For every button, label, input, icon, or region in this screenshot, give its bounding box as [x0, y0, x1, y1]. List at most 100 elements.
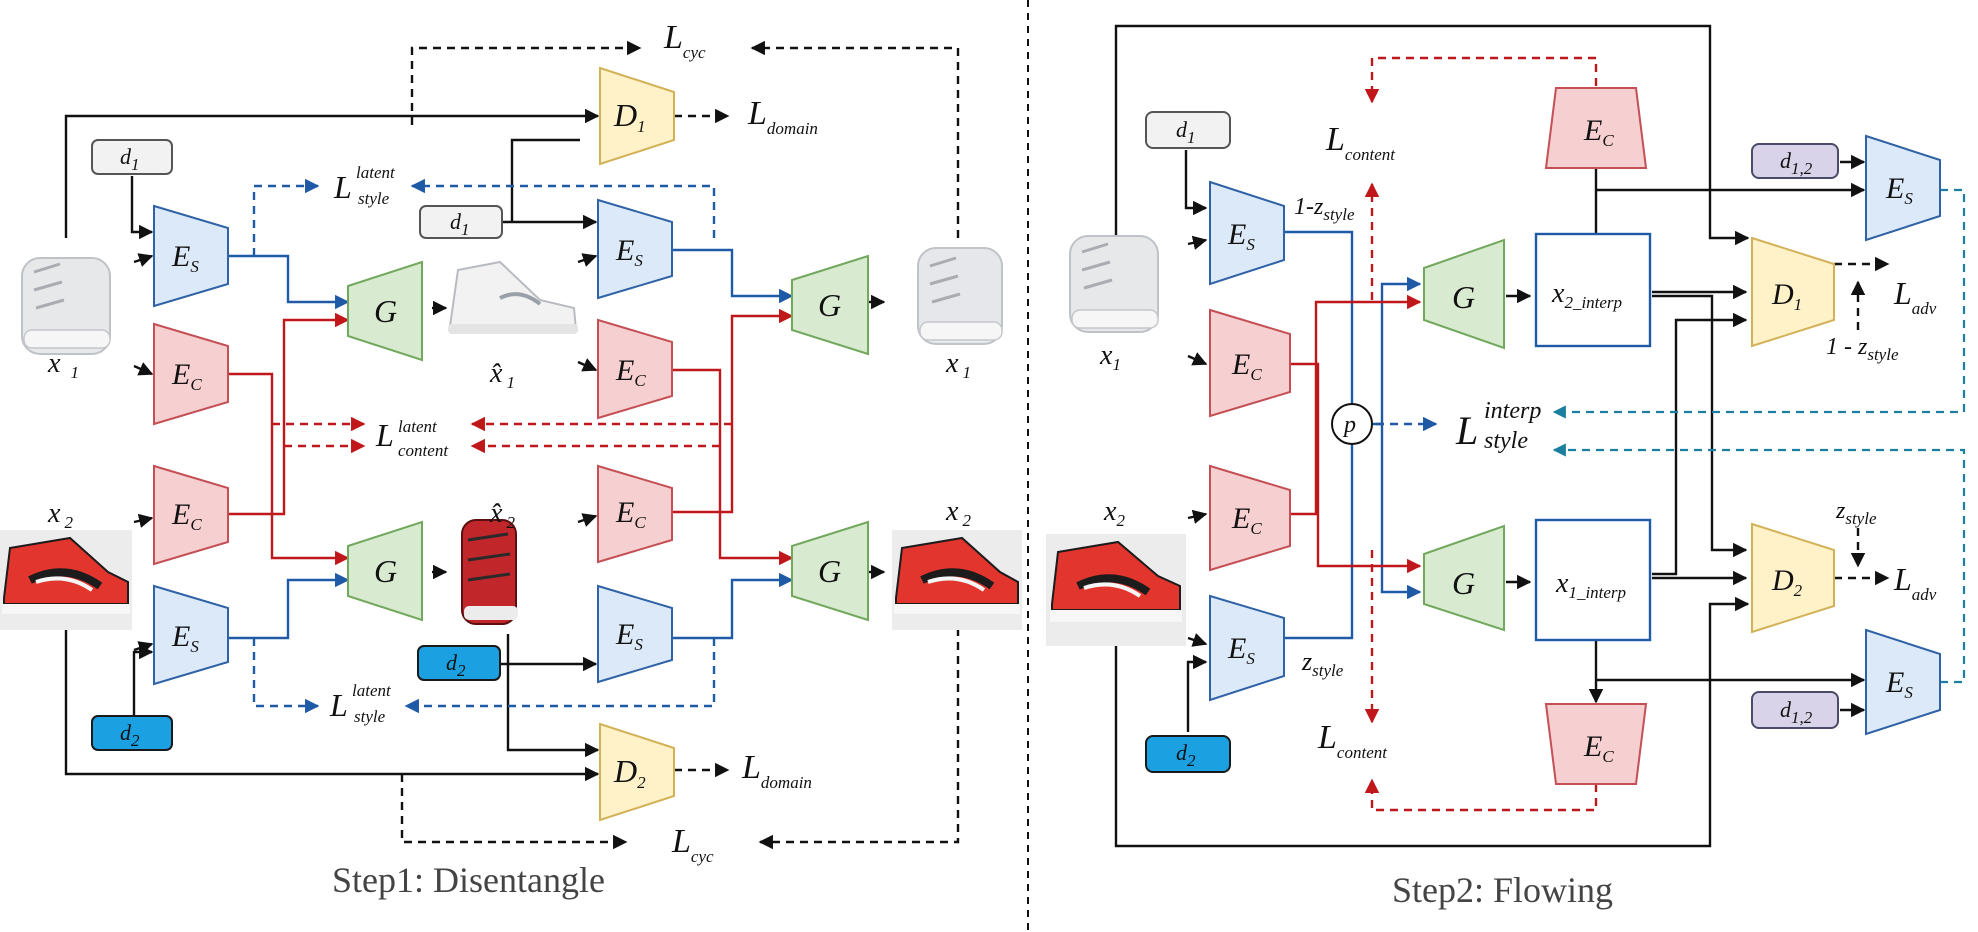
svg-text:D1: D1: [613, 97, 646, 136]
generator-4: G: [791, 520, 869, 622]
content-encoder-step2-top: EC: [1209, 308, 1291, 418]
label-step2-x2: x2: [1103, 496, 1125, 530]
content-encoder-1: EC: [153, 322, 229, 426]
domain-tag-step2-d12-bottom: d1,2: [1751, 691, 1839, 729]
style-encoder-4: ES: [597, 584, 673, 684]
loss-latent-style-top: L latent style: [333, 163, 396, 208]
svg-text:EC: EC: [1583, 730, 1614, 766]
label-one-minus-z-style-right: 1 -zstyle: [1826, 334, 1899, 364]
svg-text:G: G: [1452, 565, 1475, 601]
domain-tag-d2: d2: [91, 715, 173, 751]
svg-text:x2_interp: x2_interp: [1551, 278, 1622, 312]
sneaker-x1-image-step2: [1069, 235, 1159, 333]
svg-text:ES: ES: [1885, 172, 1913, 208]
loss-cyc-top: Lcyc: [663, 19, 706, 62]
svg-text:EC: EC: [1231, 502, 1262, 538]
content-encoder-2: EC: [153, 464, 229, 566]
loss-content-top: Lcontent: [1325, 121, 1396, 164]
loss-content-bottom: Lcontent: [1317, 719, 1388, 762]
style-encoder-1: ES: [153, 204, 229, 308]
generator-step2-top: G: [1423, 238, 1505, 350]
label-z-style-right: zstyle: [1835, 498, 1877, 528]
svg-text:L: L: [375, 417, 394, 453]
domain-tag-d1: d1: [91, 139, 173, 175]
loss-adv-top: Ladv: [1893, 275, 1937, 318]
content-encoder-step2-upper: EC: [1544, 87, 1648, 169]
svg-text:style: style: [354, 707, 386, 726]
step2-panel: ES EC EC ES G G x2_interp x1_interp: [1046, 24, 1966, 910]
step1-caption: Step1: Disentangle: [332, 860, 605, 900]
sneaker-x1-input-image: [21, 257, 111, 355]
svg-text:d1,2: d1,2: [1780, 148, 1813, 178]
svg-text:style: style: [1484, 428, 1528, 454]
domain-tag-step2-d2: d2: [1145, 735, 1231, 773]
step2-caption: Step2: Flowing: [1392, 870, 1613, 910]
loss-domain-bottom: Ldomain: [741, 749, 812, 792]
svg-text:latent: latent: [356, 163, 396, 182]
generator-3: G: [791, 254, 869, 356]
style-encoder-3: ES: [597, 198, 673, 300]
discriminator-step2-d1: D1: [1751, 236, 1835, 348]
svg-text:G: G: [374, 293, 397, 329]
svg-text:ES: ES: [615, 618, 643, 654]
step2-connectors: [1114, 24, 1966, 848]
generator-step2-bottom: G: [1423, 524, 1505, 632]
svg-text:interp: interp: [1484, 398, 1541, 424]
svg-text:L: L: [333, 169, 352, 205]
domain-tag-step2-d12-top: d1,2: [1751, 143, 1839, 179]
sneaker-x2-hat-image: [461, 519, 518, 625]
content-encoder-step2-lower: EC: [1544, 703, 1648, 785]
label-z-style-bottom-encoder: zstyle: [1301, 647, 1344, 680]
discriminator-d2: D2: [599, 722, 675, 822]
svg-text:D1: D1: [1771, 278, 1802, 314]
content-encoder-4: EC: [597, 464, 673, 564]
svg-text:ES: ES: [1885, 666, 1913, 702]
svg-text:d1: d1: [120, 144, 140, 174]
svg-text:EC: EC: [1231, 348, 1262, 384]
loss-adv-bottom: Ladv: [1893, 561, 1937, 604]
svg-text:G: G: [374, 553, 397, 589]
sneaker-x2-image-step2: [1046, 534, 1186, 646]
svg-text:ES: ES: [171, 620, 199, 656]
svg-text:ES: ES: [1227, 218, 1255, 254]
svg-text:latent: latent: [352, 681, 392, 700]
svg-text:p: p: [1342, 412, 1356, 438]
svg-text:style: style: [358, 189, 390, 208]
svg-text:D2: D2: [613, 753, 646, 792]
svg-text:d1: d1: [450, 209, 470, 239]
loss-interp-style: L interp style: [1455, 398, 1541, 454]
svg-text:content: content: [398, 441, 449, 460]
svg-text:L: L: [329, 687, 348, 723]
svg-text:EC: EC: [1583, 114, 1614, 150]
content-encoder-step2-bottom: EC: [1209, 464, 1291, 572]
svg-text:EC: EC: [171, 498, 202, 534]
label-x1-hat: x̂1: [489, 358, 515, 392]
svg-text:L: L: [1455, 408, 1478, 453]
loss-latent-style-bottom: L latent style: [329, 681, 392, 726]
label-step2-x1: x1: [1099, 340, 1121, 374]
loss-cyc-bottom: Lcyc: [671, 823, 714, 866]
svg-text:d1,2: d1,2: [1780, 697, 1813, 727]
svg-text:ES: ES: [615, 234, 643, 270]
domain-tag-d2-middle: d2: [417, 645, 501, 681]
style-encoder-step2-top: ES: [1209, 180, 1285, 286]
sneaker-x2-reconstruction-image: [892, 530, 1022, 630]
svg-text:G: G: [1452, 279, 1475, 315]
style-encoder-step2-bottom: ES: [1209, 594, 1285, 702]
label-x2-hat: x̂2: [489, 498, 515, 532]
style-encoder-step2-right-top: ES: [1865, 134, 1941, 242]
svg-text:d2: d2: [120, 720, 140, 750]
loss-domain-top: Ldomain: [747, 95, 818, 138]
generator-1: G: [347, 260, 423, 362]
sneaker-x1-hat-image: [448, 260, 578, 334]
svg-text:EC: EC: [171, 358, 202, 394]
svg-text:G: G: [818, 287, 841, 323]
loss-latent-content: L latent content: [375, 417, 449, 460]
svg-text:d2: d2: [446, 650, 466, 680]
sneaker-x2-input-image: [0, 530, 132, 630]
svg-text:x1_interp: x1_interp: [1555, 568, 1626, 602]
